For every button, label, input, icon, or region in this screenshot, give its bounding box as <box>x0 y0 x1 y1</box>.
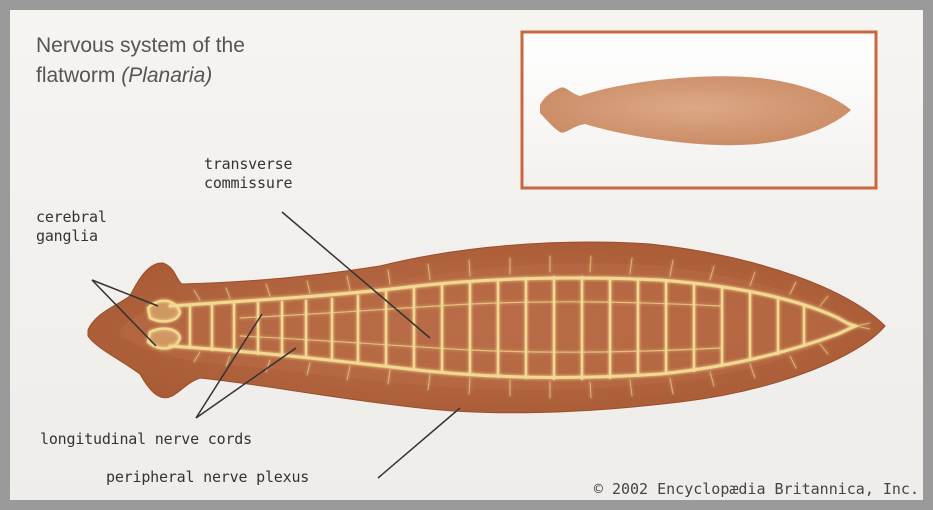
title-plain: flatworm <box>36 64 115 87</box>
label-transverse-line1: transverse <box>204 155 292 174</box>
diagram-title: Nervous system of the flatworm (Planaria… <box>36 31 245 91</box>
label-transverse-line2: commissure <box>204 174 292 193</box>
inset-box <box>522 32 876 188</box>
title-italic: (Planaria) <box>121 64 212 87</box>
label-cerebral-ganglia: cerebral ganglia <box>36 208 107 246</box>
label-transverse-commissure: transverse commissure <box>204 155 292 193</box>
flatworm-body <box>88 242 885 413</box>
copyright-notice: © 2002 Encyclopædia Britannica, Inc. <box>594 480 919 498</box>
title-line2: flatworm (Planaria) <box>36 61 245 91</box>
label-peripheral-nerve-plexus: peripheral nerve plexus <box>106 468 309 487</box>
leader-peripheral <box>378 408 460 478</box>
label-cerebral-line1: cerebral <box>36 208 107 227</box>
title-line1: Nervous system of the <box>36 31 245 61</box>
label-cerebral-line2: ganglia <box>36 227 107 246</box>
label-longitudinal-nerve-cords: longitudinal nerve cords <box>40 430 252 449</box>
